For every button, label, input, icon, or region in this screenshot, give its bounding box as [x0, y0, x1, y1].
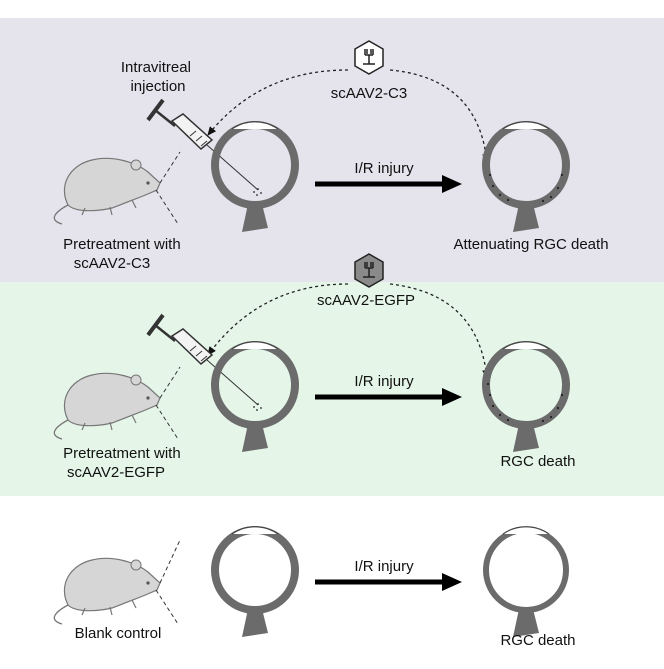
eyeball-right-blank	[483, 526, 569, 637]
dashed-arrow-to-retina-c3	[389, 69, 491, 163]
mouse-label-blank: Blank control	[75, 625, 162, 642]
virus-c3-icon	[354, 40, 384, 75]
panel-blank: Blank control I/R injury RGC death	[53, 526, 576, 649]
panel-c3-background	[0, 18, 664, 282]
ir-arrow-c3	[315, 175, 462, 193]
injection-label: Intravitreal injection	[121, 59, 195, 95]
ir-label-c3: I/R injury	[354, 160, 414, 177]
eyeball-right-egfp	[482, 341, 570, 452]
dashed-arrow-to-syringe-c3	[207, 69, 349, 136]
virus-label-c3: scAAV2-C3	[331, 85, 407, 102]
mouse-icon	[53, 151, 181, 225]
syringe-icon	[146, 313, 262, 411]
eyeball-right-c3	[482, 121, 570, 232]
ir-arrow-egfp	[315, 388, 462, 406]
eyeball-left-c3	[211, 121, 299, 232]
mouse-icon	[53, 539, 181, 625]
mouse-label-egfp: Pretreatment with scAAV2-EGFP	[63, 445, 185, 481]
mouse-icon	[53, 366, 181, 440]
mouse-label-c3: Pretreatment with scAAV2-C3	[63, 236, 185, 272]
dashed-arrow-to-retina-egfp	[389, 283, 491, 379]
eyeball-left-egfp	[211, 341, 299, 452]
outcome-label-c3: Attenuating RGC death	[453, 236, 608, 253]
panel-c3: scAAV2-C3 Intravitreal injection	[53, 40, 609, 272]
virus-label-egfp: scAAV2-EGFP	[317, 292, 415, 309]
ir-arrow-blank	[315, 573, 462, 591]
outcome-label-blank: RGC death	[500, 632, 575, 649]
virus-egfp-icon	[354, 253, 384, 288]
eyeball-left-blank	[211, 526, 299, 637]
panel-egfp: scAAV2-EGFP Pretreatment with scAAV2-E	[53, 253, 576, 481]
ir-label-egfp: I/R injury	[354, 373, 414, 390]
outcome-label-egfp: RGC death	[500, 453, 575, 470]
dashed-arrow-to-syringe-egfp	[207, 283, 349, 356]
ir-label-blank: I/R injury	[354, 558, 414, 575]
